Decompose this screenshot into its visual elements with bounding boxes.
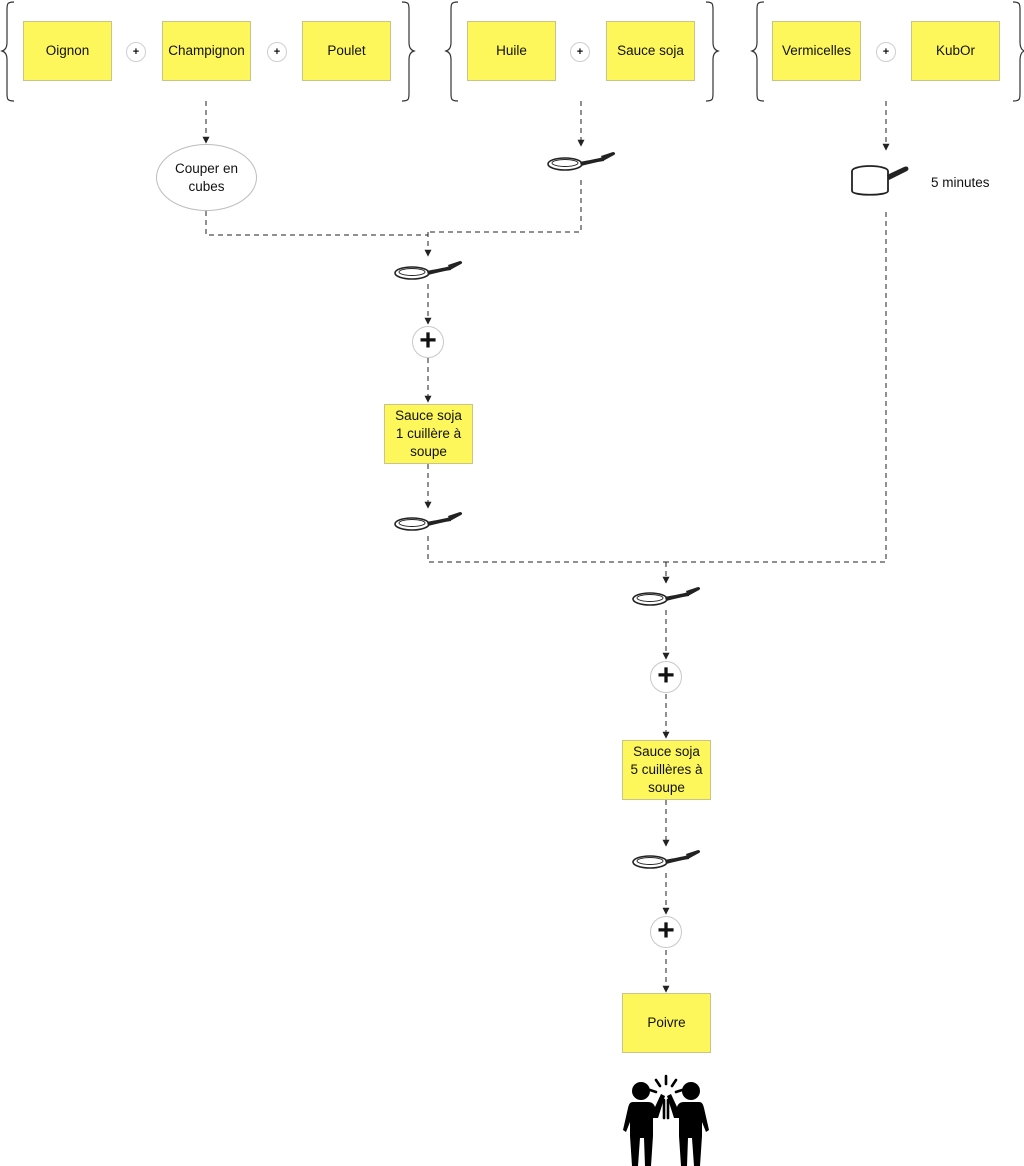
saucepan-icon — [851, 165, 909, 196]
add-plus-icon: + — [650, 915, 682, 948]
frying-pan-icon — [632, 586, 701, 606]
ingredient-oignon: Oignon — [23, 21, 112, 81]
step-soy-sauce-5-spoons: Sauce soja 5 cuillères à soupe — [622, 740, 711, 800]
step-cut-cubes: Couper en cubes — [156, 144, 257, 211]
step-cut-line-1: Couper en — [174, 160, 239, 176]
plus-icon: + — [126, 42, 146, 62]
soy1-line-2: 1 cuillère à — [395, 426, 462, 441]
frying-pan-icon — [394, 260, 463, 280]
ingredient-huile: Huile — [467, 21, 556, 81]
plus-icon: + — [570, 42, 590, 62]
step-pepper: Poivre — [622, 993, 711, 1053]
brace-group-1 — [0, 1, 416, 102]
frying-pan-icon — [632, 849, 701, 869]
plus-icon: + — [876, 42, 896, 62]
brace-group-2 — [444, 1, 720, 102]
ingredient-vermicelles: Vermicelles — [772, 21, 861, 81]
ingredient-poulet: Poulet — [302, 21, 391, 81]
connector-pan-to-merge — [428, 180, 582, 233]
connector-cut-to-merge — [205, 211, 428, 236]
frying-pan-icon — [547, 151, 616, 171]
frying-pan-icon — [394, 511, 463, 531]
step-soy-sauce-1-spoon: Sauce soja 1 cuillère à soupe — [384, 404, 473, 464]
ingredient-kubor: KubOr — [911, 21, 1000, 81]
add-plus-icon: + — [650, 660, 682, 693]
connector-pan-to-merge2 — [427, 536, 666, 563]
soy2-line-3: soupe — [648, 780, 685, 795]
soy2-line-2: 5 cuillères à — [630, 762, 703, 777]
pot-time-label: 5 minutes — [931, 175, 990, 190]
soy1-line-1: Sauce soja — [395, 408, 462, 423]
add-plus-icon: + — [412, 325, 444, 358]
plus-icon: + — [267, 42, 287, 62]
soy1-line-3: soupe — [410, 444, 447, 459]
brace-group-3 — [750, 1, 1024, 102]
ingredient-sauce-soja: Sauce soja — [606, 21, 695, 81]
high-five-icon — [623, 1074, 709, 1166]
soy2-line-1: Sauce soja — [633, 744, 700, 759]
ingredient-champignon: Champignon — [162, 21, 251, 81]
step-cut-line-2: cubes — [188, 178, 225, 194]
connector-pot-to-merge2 — [666, 212, 887, 563]
